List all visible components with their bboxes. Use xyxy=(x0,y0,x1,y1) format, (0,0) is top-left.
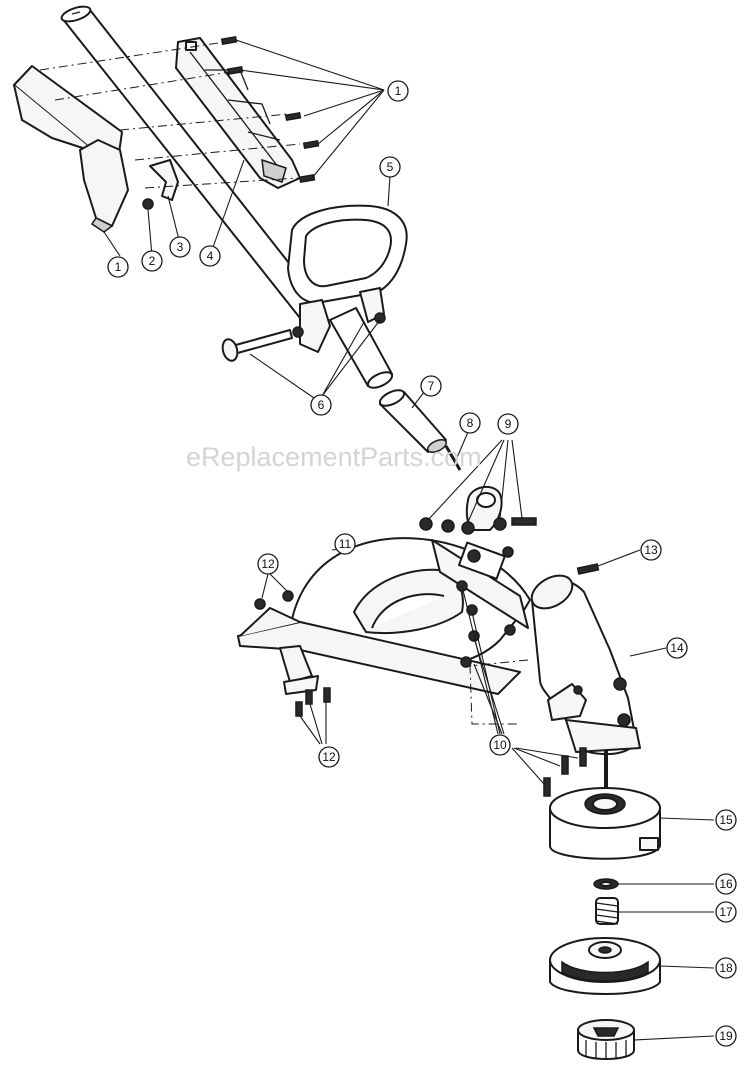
callout-18: 18 xyxy=(715,957,737,979)
washer xyxy=(593,878,619,890)
shaft-coupler xyxy=(378,389,448,453)
spring-pin xyxy=(444,445,462,471)
handle-bolt xyxy=(221,312,386,362)
callout-6: 6 xyxy=(310,394,332,416)
shaft-clamp xyxy=(419,485,537,535)
callout-16: 16 xyxy=(715,873,737,895)
svg-text:17: 17 xyxy=(719,905,733,919)
svg-text:3: 3 xyxy=(177,240,184,254)
svg-text:16: 16 xyxy=(719,877,733,891)
callout-14: 14 xyxy=(666,637,688,659)
spool-spring xyxy=(595,897,619,925)
trimmer-spool xyxy=(549,937,661,995)
callout-4: 4 xyxy=(199,245,221,267)
guard-fasteners xyxy=(254,590,331,717)
callout-19: 19 xyxy=(715,1025,737,1047)
callout-8: 8 xyxy=(459,412,481,434)
callout-9: 9 xyxy=(497,413,519,435)
bump-knob xyxy=(577,1019,635,1060)
callout-2: 2 xyxy=(141,250,163,272)
svg-text:4: 4 xyxy=(207,249,214,263)
callout-11: 11 xyxy=(334,533,356,555)
svg-text:12: 12 xyxy=(261,557,275,571)
handle-screws xyxy=(220,35,320,184)
callout-10: 10 xyxy=(489,734,511,756)
callout-12-top: 12 xyxy=(257,553,279,575)
svg-text:8: 8 xyxy=(467,416,474,430)
svg-text:19: 19 xyxy=(719,1029,733,1043)
svg-text:11: 11 xyxy=(339,537,352,551)
trigger-lever xyxy=(149,159,179,201)
svg-text:15: 15 xyxy=(719,813,733,827)
callout-3: 3 xyxy=(169,236,191,258)
grass-guard xyxy=(237,537,531,695)
leader-lines xyxy=(103,39,715,1041)
hex-nut-small xyxy=(142,198,154,210)
callout-13: 13 xyxy=(640,539,662,561)
svg-text:9: 9 xyxy=(505,417,512,431)
svg-text:10: 10 xyxy=(493,738,507,752)
callout-17: 17 xyxy=(715,901,737,923)
motor-housing xyxy=(530,574,641,756)
callout-12-bottom: 12 xyxy=(318,746,340,768)
callout-15: 15 xyxy=(715,809,737,831)
callout-1-top: 1 xyxy=(387,80,409,102)
guard-screws xyxy=(543,747,587,797)
svg-text:1: 1 xyxy=(395,84,402,98)
svg-text:7: 7 xyxy=(428,379,435,393)
callout-7: 7 xyxy=(420,375,442,397)
svg-text:2: 2 xyxy=(149,254,156,268)
callout-1-bottom: 1 xyxy=(107,256,129,278)
svg-text:5: 5 xyxy=(387,160,394,174)
svg-text:13: 13 xyxy=(644,543,658,557)
svg-text:14: 14 xyxy=(670,641,684,655)
spool-housing xyxy=(549,787,661,860)
watermark: eReplacementParts.com xyxy=(186,442,482,472)
svg-text:12: 12 xyxy=(322,750,336,764)
svg-text:1: 1 xyxy=(115,260,122,274)
loop-handle xyxy=(287,204,408,353)
shaft-mid xyxy=(329,307,394,389)
callout-5: 5 xyxy=(379,156,401,178)
housing-screw xyxy=(576,563,600,575)
handle-grip-left xyxy=(13,65,129,233)
svg-text:18: 18 xyxy=(719,961,733,975)
svg-text:6: 6 xyxy=(318,398,325,412)
